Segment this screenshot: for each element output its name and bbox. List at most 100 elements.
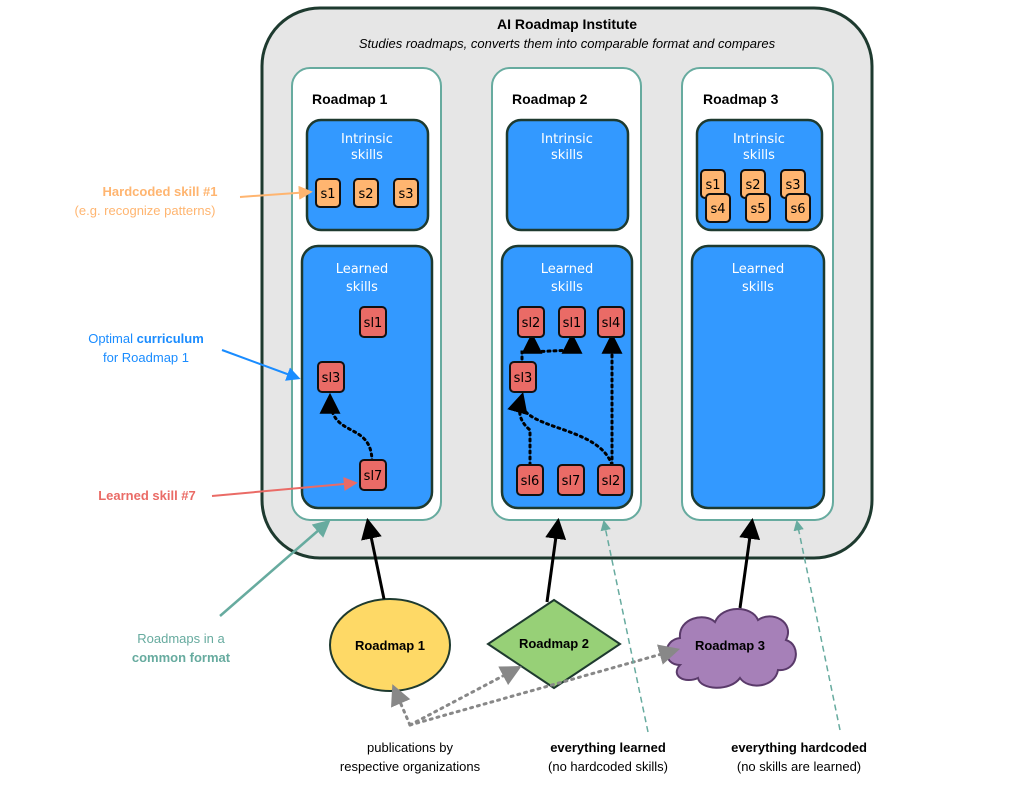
common-format-line1: Roadmaps in a bbox=[137, 631, 225, 646]
learned-chip-sl2-box bbox=[597, 464, 625, 496]
intrinsic-chip-s4-label: s4 bbox=[710, 202, 725, 217]
learned-chip-sl1-label: sl1 bbox=[563, 316, 582, 331]
institute-subtitle: Studies roadmaps, converts them into com… bbox=[359, 36, 776, 51]
arrow-source-3 bbox=[738, 517, 761, 609]
learned-chip-sl4-label: sl4 bbox=[602, 316, 621, 331]
learned-chip-sl1-box bbox=[359, 306, 387, 338]
learned-chip-sl1: sl1 bbox=[359, 306, 387, 338]
learned-label-3a: Learned bbox=[732, 262, 785, 277]
arrow-hardcoded bbox=[239, 185, 313, 200]
no-hardcoded-label: (no hardcoded skills) bbox=[548, 759, 668, 774]
intrinsic-label-3b: skills bbox=[743, 148, 775, 163]
learned-chip-sl3-label: sl3 bbox=[322, 371, 341, 386]
intrinsic-chip-s3-label: s3 bbox=[398, 187, 413, 202]
curriculum-paths bbox=[319, 332, 623, 467]
intrinsic-label-3a: Intrinsic bbox=[733, 132, 785, 147]
intrinsic-label-2a: Intrinsic bbox=[541, 132, 593, 147]
intrinsic-label-2b: skills bbox=[551, 148, 583, 163]
intrinsic-chip-s3-box bbox=[393, 178, 419, 208]
intrinsic-chip-s5-label: s5 bbox=[750, 202, 765, 217]
intrinsic-chip-s1: s1 bbox=[315, 178, 341, 208]
learned-chip-sl6-box bbox=[516, 464, 544, 496]
learned-label-2b: skills bbox=[551, 280, 583, 295]
intrinsic-box-2 bbox=[505, 118, 630, 232]
learned-chip-sl7: sl7 bbox=[359, 459, 387, 491]
learned-chip-sl7-box bbox=[359, 459, 387, 491]
path-r1-sl7-sl3 bbox=[319, 392, 374, 464]
source-roadmap-2-diamond bbox=[486, 598, 622, 690]
learned-label-2a: Learned bbox=[541, 262, 594, 277]
learned-box-3 bbox=[690, 244, 826, 510]
learned-label-1b: skills bbox=[346, 280, 378, 295]
intrinsic-chip-s1-label: s1 bbox=[705, 178, 720, 193]
path-r2-sl6-sl3 bbox=[507, 391, 532, 467]
intrinsic-chip-s3-label: s3 bbox=[785, 178, 800, 193]
intrinsic-chip-s3: s3 bbox=[393, 178, 419, 208]
intrinsic-chip-s4: s4 bbox=[705, 193, 731, 223]
everything-hardcoded-label: everything hardcoded bbox=[731, 740, 867, 755]
learned-chip-sl2: sl2 bbox=[597, 464, 625, 496]
arrow-source-2 bbox=[545, 517, 567, 603]
publications-line1: publications by bbox=[367, 740, 453, 755]
intrinsic-chip-s4-box bbox=[705, 193, 731, 223]
hardcoded-skill-label: Hardcoded skill #1 bbox=[103, 184, 218, 199]
intrinsic-chip-s6-box bbox=[785, 193, 811, 223]
learned-skill-label: Learned skill #7 bbox=[98, 488, 196, 503]
learned-chip-sl7-label: sl7 bbox=[364, 469, 383, 484]
learned-chip-sl1-box bbox=[558, 306, 586, 338]
skill-chips: s1 s2 s3 sl1 sl3 sl7 sl2 sl1 sl4 sl3 sl6 sl7 sl2 s1 s2… bbox=[315, 169, 811, 496]
learned-chip-sl2-label: sl2 bbox=[522, 316, 541, 331]
teal-dashed-lines bbox=[600, 519, 841, 733]
learned-chip-sl2-label: sl2 bbox=[602, 474, 621, 489]
learned-chip-sl6-label: sl6 bbox=[521, 474, 540, 489]
intrinsic-label-1b: skills bbox=[351, 148, 383, 163]
learned-chip-sl3-box bbox=[317, 361, 345, 393]
roadmap-2-title: Roadmap 2 bbox=[512, 91, 588, 107]
arrow-curriculum bbox=[221, 349, 301, 381]
source-roadmap-1-ellipse bbox=[329, 598, 451, 692]
curriculum-label: Optimal curriculum bbox=[88, 331, 204, 346]
learned-chip-sl2: sl2 bbox=[517, 306, 545, 338]
roadmap-3-title: Roadmap 3 bbox=[703, 91, 779, 107]
source-arrows bbox=[361, 517, 761, 609]
learned-chip-sl1-label: sl1 bbox=[364, 316, 383, 331]
source-roadmap-2-label: Roadmap 2 bbox=[519, 636, 589, 651]
curriculum-bold: curriculum bbox=[137, 331, 204, 346]
roadmap-1-title: Roadmap 1 bbox=[312, 91, 388, 107]
learned-chip-sl3: sl3 bbox=[317, 361, 345, 393]
learned-chip-sl6: sl6 bbox=[516, 464, 544, 496]
publications-line2: respective organizations bbox=[340, 759, 481, 774]
learned-chip-sl3-label: sl3 bbox=[514, 371, 533, 386]
learned-chip-sl1: sl1 bbox=[558, 306, 586, 338]
learned-chip-sl7-box bbox=[557, 464, 585, 496]
learned-chip-sl4: sl4 bbox=[597, 306, 625, 338]
intrinsic-chip-s2-box bbox=[353, 178, 379, 208]
intrinsic-chip-s1: s1 bbox=[700, 169, 726, 199]
learned-chip-sl7: sl7 bbox=[557, 464, 585, 496]
intrinsic-chip-s6: s6 bbox=[785, 193, 811, 223]
learned-chip-sl3: sl3 bbox=[509, 361, 537, 393]
source-roadmap-3-cloud bbox=[665, 608, 797, 689]
learned-chip-sl7-label: sl7 bbox=[562, 474, 581, 489]
intrinsic-chip-s2-label: s2 bbox=[745, 178, 760, 193]
arrow-source-1 bbox=[361, 517, 386, 600]
path-r2-sl3-sl1 bbox=[528, 332, 583, 354]
intrinsic-chip-s2: s2 bbox=[740, 169, 766, 199]
arrow-common-format bbox=[219, 519, 331, 617]
learned-chip-sl2-box bbox=[517, 306, 545, 338]
learned-box-1 bbox=[300, 244, 434, 510]
path-r2-sl2-sl3 bbox=[522, 408, 614, 467]
intrinsic-chip-s5-box bbox=[745, 193, 771, 223]
hardcoded-skill-example: (e.g. recognize patterns) bbox=[75, 203, 216, 218]
intrinsic-chip-s2-label: s2 bbox=[358, 187, 373, 202]
curriculum-pre: Optimal bbox=[88, 331, 136, 346]
intrinsic-chip-s5: s5 bbox=[745, 193, 771, 223]
intrinsic-chip-s1-box bbox=[315, 178, 341, 208]
path-r2-sl3-sl2 bbox=[520, 332, 543, 367]
no-learned-label: (no skills are learned) bbox=[737, 759, 861, 774]
common-format-line2: common format bbox=[132, 650, 231, 665]
intrinsic-chip-s6-label: s6 bbox=[790, 202, 805, 217]
everything-learned-label: everything learned bbox=[550, 740, 666, 755]
curriculum-label-2: for Roadmap 1 bbox=[103, 350, 189, 365]
